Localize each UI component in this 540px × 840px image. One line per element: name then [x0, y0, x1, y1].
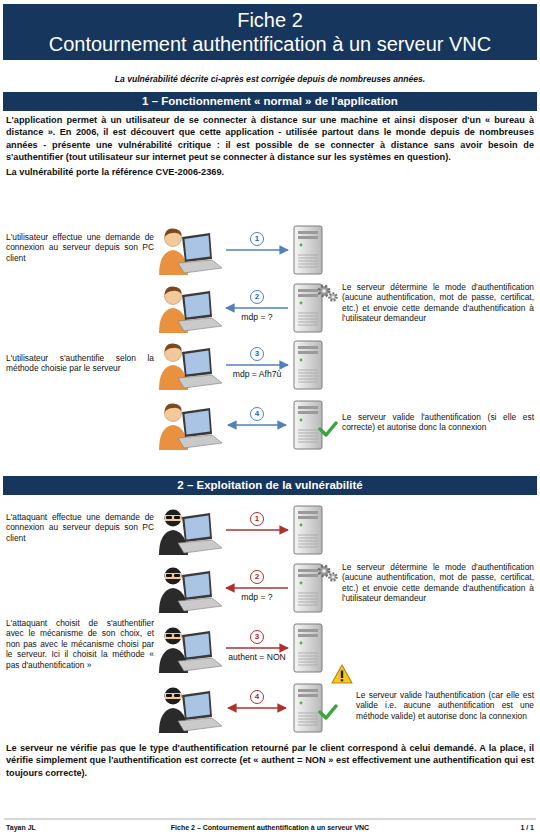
step-circle: [251, 513, 264, 526]
note: La vulnérabilité décrite ci-après est co…: [0, 74, 540, 85]
step-circle: [251, 348, 264, 361]
footer-title: Fiche 2 – Contournement authentification…: [120, 823, 420, 832]
title-band: Fiche 2Contournement authentification à …: [3, 4, 537, 60]
server-icon: [294, 284, 322, 332]
server-icon: [294, 341, 322, 389]
server-icon: [294, 684, 322, 732]
step-text: L'attaquant effectue une demande de conn…: [6, 512, 154, 543]
message-label: authent = NON: [217, 652, 297, 662]
band-text: 1 – Fonctionnement « normal » de l'appli…: [9, 94, 531, 109]
step-circle: [251, 291, 264, 304]
callout-number: 2: [250, 292, 264, 302]
connection-arrow: [228, 424, 286, 426]
callout-number: 1: [250, 514, 264, 524]
request-arrow: [226, 529, 288, 531]
band-text: 2 – Exploitation de la vulnérabilité: [9, 478, 531, 493]
attacker-laptop-icon: [159, 628, 222, 674]
step-text: Le serveur valide l'authentification (ca…: [356, 690, 534, 721]
step-circle: [251, 631, 264, 644]
message-label: mdp = ?: [222, 312, 292, 322]
response-arrow: [226, 647, 288, 649]
user-laptop-icon: [159, 343, 222, 390]
gears-icon: [319, 566, 337, 581]
step-text: Le serveur valide l'authentification (si…: [342, 412, 534, 433]
message-label: mdp = ?: [222, 592, 292, 602]
connection-arrow: [228, 707, 286, 709]
user-laptop-icon: [159, 228, 222, 275]
paragraph: La vulnérabilité porte la référence CVE-…: [6, 166, 534, 178]
warning-icon: [332, 665, 352, 683]
step-text: Le serveur détermine le mode d'authentif…: [342, 282, 534, 324]
step-text: L'attaquant choisit de s'authentifier av…: [6, 618, 154, 670]
paragraph: L'application permet à un utilisateur de…: [6, 114, 534, 164]
response-arrow: [226, 364, 288, 366]
step-circle: [251, 691, 264, 704]
gears-icon: [319, 286, 337, 301]
server-icon: [294, 506, 322, 554]
attacker-laptop-icon: [159, 688, 222, 734]
challenge-arrow: [226, 307, 288, 309]
callout-number: 2: [250, 572, 264, 582]
challenge-arrow: [226, 587, 288, 589]
check-icon: [320, 706, 336, 718]
server-icon: [294, 624, 322, 672]
section-band: 2 – Exploitation de la vulnérabilité: [3, 476, 537, 495]
check-icon: [320, 423, 336, 435]
callout-number: 3: [250, 349, 264, 359]
callout-number: 4: [250, 409, 264, 419]
step-circle: [251, 408, 264, 421]
paragraph: Le serveur ne vérifie pas que le type d'…: [6, 742, 534, 779]
step-circle: [251, 571, 264, 584]
server-icon: [294, 401, 322, 449]
request-arrow: [226, 249, 288, 251]
attacker-laptop-icon: [159, 568, 222, 614]
footer-author: Tayan JL: [6, 823, 106, 832]
band-text: Fiche 2: [9, 8, 531, 32]
step-text: Le serveur détermine le mode d'authentif…: [342, 562, 534, 604]
attacker-laptop-icon: [159, 510, 222, 556]
section-band: 1 – Fonctionnement « normal » de l'appli…: [3, 92, 537, 111]
user-laptop-icon: [159, 403, 222, 450]
user-laptop-icon: [159, 286, 222, 333]
message-label: mdp = Afh7ù: [222, 369, 292, 379]
server-icon: [294, 226, 322, 274]
callout-number: 3: [250, 632, 264, 642]
footer-rule: [4, 819, 536, 820]
band-text: Contournement authentification à un serv…: [9, 32, 531, 56]
callout-number: 1: [250, 234, 264, 244]
step-text: L'utilisateur s'authentifie selon la mét…: [6, 353, 154, 374]
footer-page: 1 / 1: [470, 823, 534, 832]
step-circle: [251, 233, 264, 246]
server-icon: [294, 564, 322, 612]
callout-number: 4: [250, 692, 264, 702]
step-text: L'utilisateur effectue une demande de co…: [6, 232, 154, 263]
